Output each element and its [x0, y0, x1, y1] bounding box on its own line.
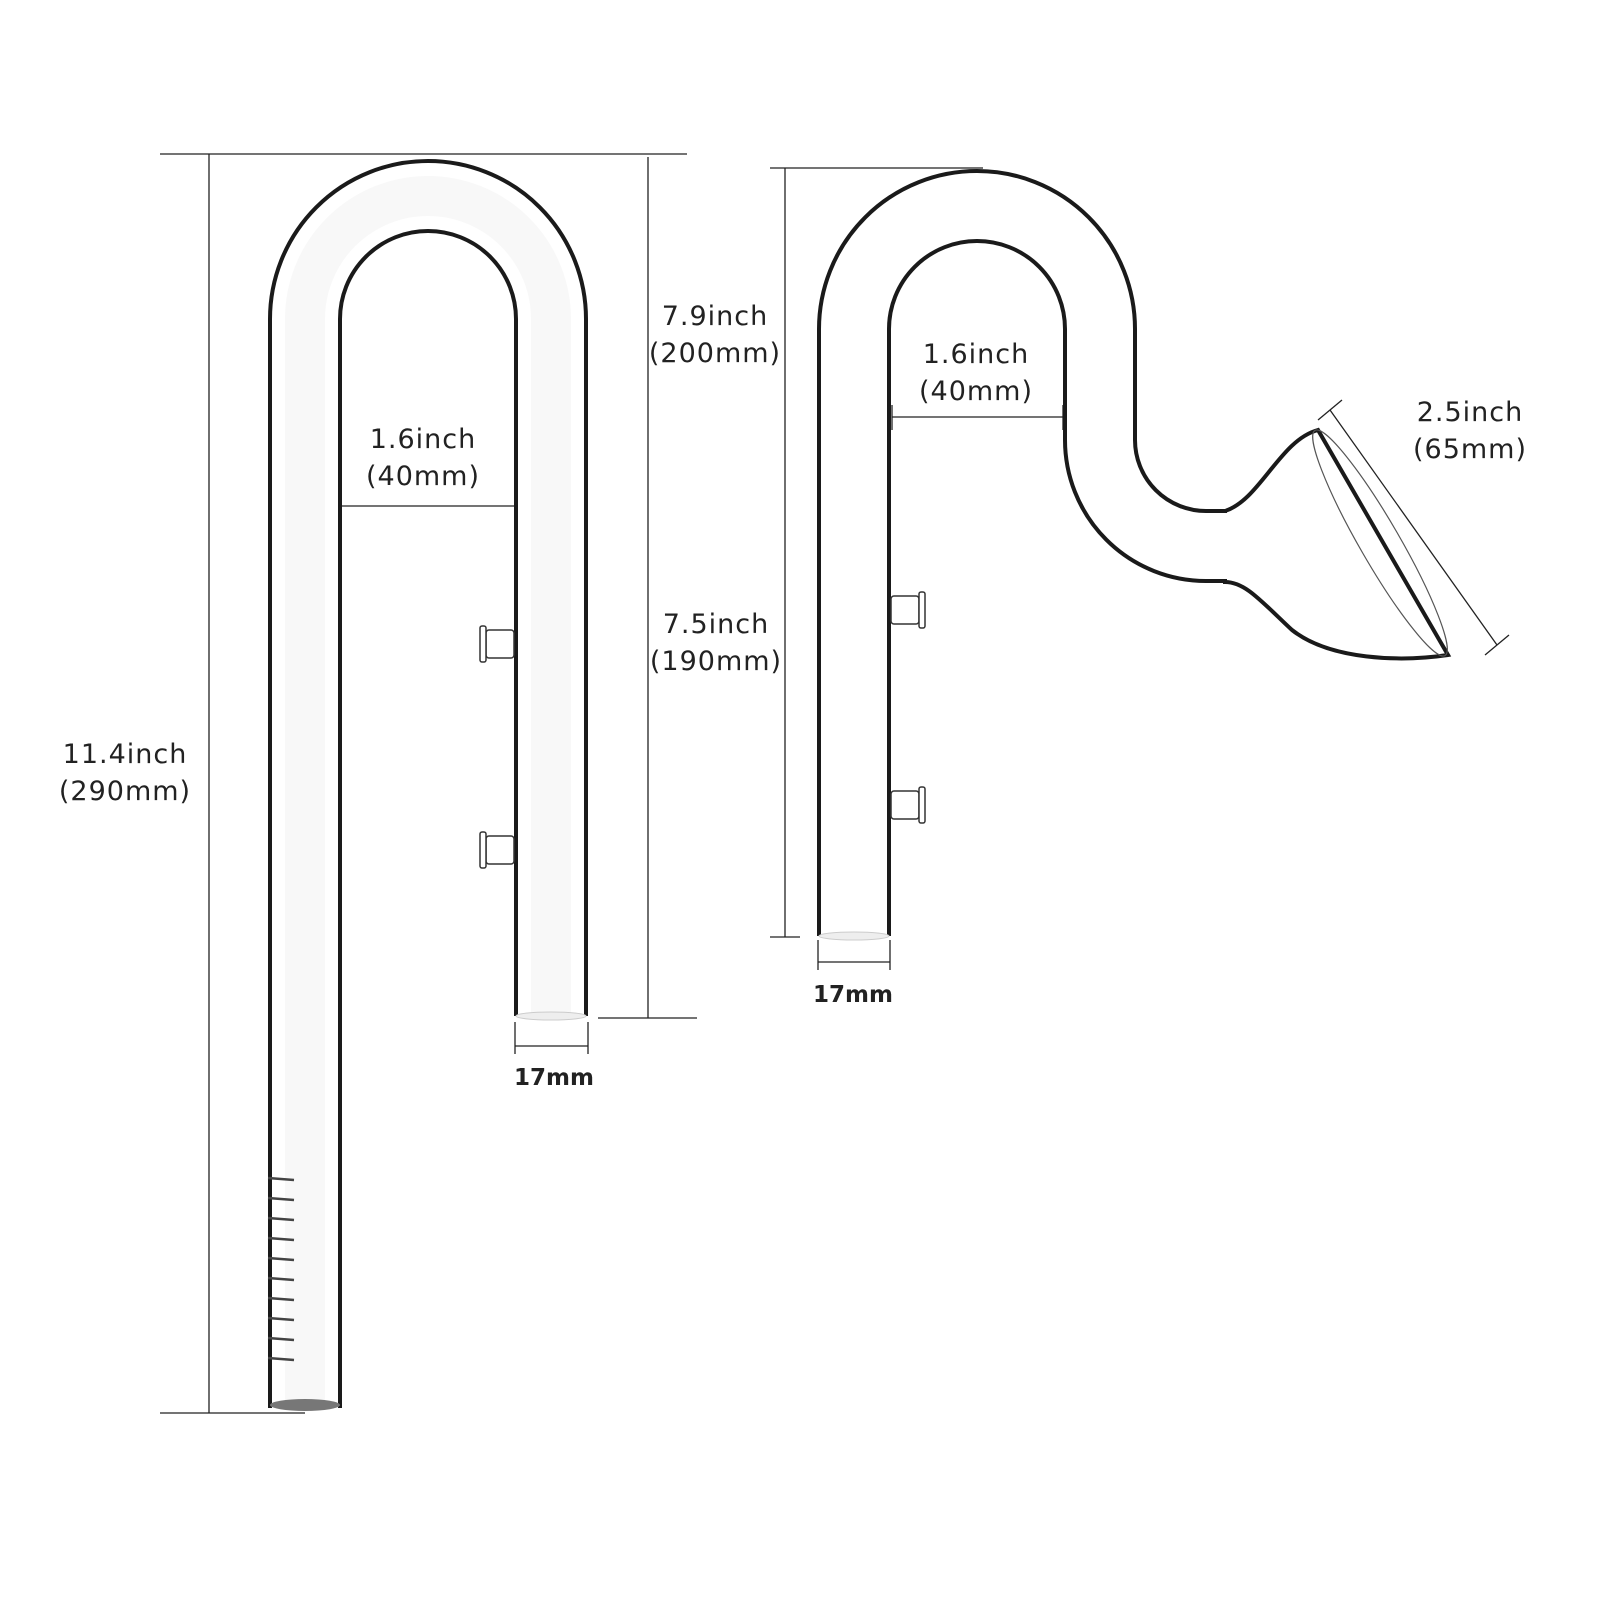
dimension-inch: 1.6inch: [369, 424, 477, 455]
intake-strainer-slots: [267, 1176, 295, 1362]
outflow-height-label: 7.9inch (200mm): [649, 298, 781, 372]
dimension-inch: 7.5inch: [662, 609, 770, 640]
dimension-mm: (200mm): [648, 338, 782, 369]
left-pipe: [267, 159, 588, 1411]
dimension-inch: 11.4inch: [62, 739, 188, 770]
left-diameter-label: 17mm: [514, 1065, 594, 1091]
dimension-lines: [160, 153, 1510, 1414]
funnel-diameter-label: 2.5inch (65mm): [1413, 394, 1527, 468]
dimension-mm: (65mm): [1412, 434, 1528, 465]
dimension-mm: (190mm): [649, 646, 783, 677]
leg-height-label: 7.5inch (190mm): [650, 606, 782, 680]
left-gap-label: 1.6inch (40mm): [366, 421, 480, 495]
dimension-mm: (290mm): [58, 776, 192, 807]
dimension-inch: 7.9inch: [661, 301, 769, 332]
dimension-inch: 1.6inch: [922, 339, 1030, 370]
right-pipe: [817, 169, 1452, 941]
suction-cup-nub: [479, 625, 515, 869]
right-gap-label: 1.6inch (40mm): [919, 336, 1033, 410]
dimension-inch: 2.5inch: [1416, 397, 1524, 428]
right-diameter-label: 17mm: [813, 982, 893, 1008]
dimension-mm: (40mm): [918, 376, 1034, 407]
total-height-label: 11.4inch (290mm): [59, 736, 191, 810]
suction-cup-nub: [890, 591, 926, 824]
dimension-mm: (40mm): [365, 461, 481, 492]
